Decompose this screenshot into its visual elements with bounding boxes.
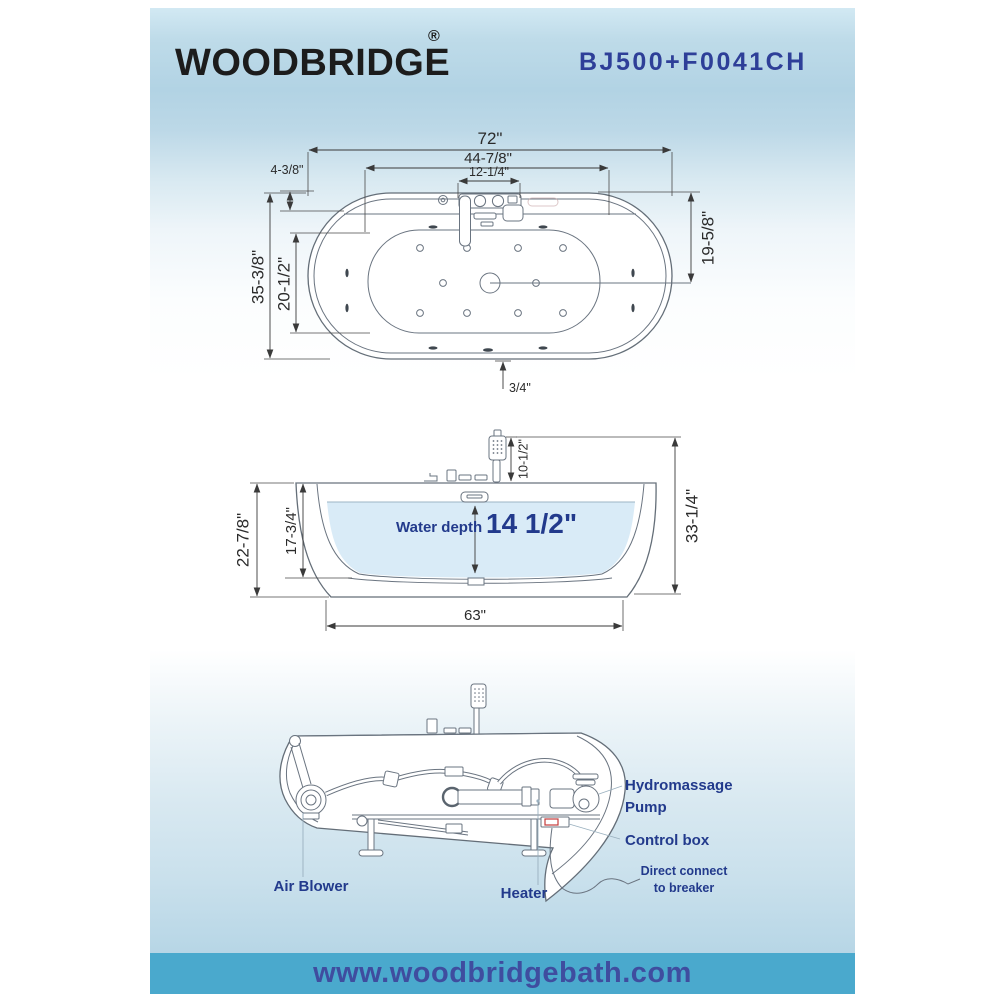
dim-inner-depth: 17-3/4" bbox=[283, 507, 300, 555]
water-depth-value: 14 1/2" bbox=[486, 508, 578, 539]
label-breaker-line2: to breaker bbox=[654, 881, 715, 895]
drain-outlet bbox=[467, 577, 485, 586]
registered-mark: ® bbox=[428, 28, 440, 45]
dim-overall-height: 33-1/4" bbox=[682, 489, 701, 543]
leveling-foot-right bbox=[521, 849, 547, 857]
water-depth-label: Water depth bbox=[396, 519, 483, 536]
footer-bar: www.woodbridgebath.com bbox=[150, 953, 855, 994]
deck-faucet-group bbox=[438, 193, 559, 247]
dim-basin-length: 44-7/8" bbox=[464, 150, 512, 167]
heater-unit bbox=[441, 786, 540, 808]
footer-url: www.woodbridgebath.com bbox=[313, 957, 692, 989]
dim-drain-from-edge: 19-5/8" bbox=[698, 211, 717, 265]
side-view-dimensions: 22-7/8" 17-3/4" 10-1/2" 33-1/4" 63" bbox=[233, 436, 701, 631]
brand-logo: WOODBRIDGE bbox=[175, 42, 451, 84]
overflow-plate-side bbox=[460, 491, 489, 503]
bottom-deck-fixtures bbox=[426, 683, 487, 735]
handheld-shower bbox=[488, 435, 507, 461]
model-number: BJ500+F0041CH bbox=[579, 48, 807, 76]
control-panel-pill bbox=[527, 197, 559, 207]
overflow-plate-top bbox=[473, 212, 497, 220]
label-pump-line1: Hydromassage bbox=[625, 777, 733, 794]
top-view-diagram: 72" 44-7/8" 12-1/4" 4-3/8" 35-3/8" bbox=[248, 129, 717, 395]
handheld-shower-bottom bbox=[470, 683, 487, 709]
side-deck-faucet-group bbox=[424, 429, 507, 483]
label-control-box: Control box bbox=[625, 832, 710, 849]
label-breaker-line1: Direct connect bbox=[641, 864, 729, 878]
control-box-unit bbox=[540, 816, 570, 828]
dim-rim-offset: 4-3/8" bbox=[271, 163, 304, 177]
dim-drain-offset: 3/4" bbox=[509, 381, 531, 395]
tub-spout bbox=[459, 195, 471, 247]
dim-shower-height: 10-1/2" bbox=[516, 439, 530, 479]
dim-overall-length: 72" bbox=[478, 129, 503, 148]
hydromassage-pump-unit bbox=[549, 773, 600, 813]
dim-rim-height: 22-7/8" bbox=[233, 513, 252, 567]
dim-base-length: 63" bbox=[464, 607, 486, 624]
leveling-foot-left bbox=[358, 849, 384, 857]
water-fill bbox=[327, 502, 635, 578]
callout-leaders bbox=[302, 785, 623, 885]
power-cable bbox=[549, 827, 641, 894]
dim-faucet-span: 12-1/4" bbox=[469, 165, 509, 179]
top-view-dimensions: 72" 44-7/8" 12-1/4" 4-3/8" 35-3/8" bbox=[248, 129, 717, 395]
label-pump-line2: Pump bbox=[625, 799, 667, 816]
handshower-holder bbox=[502, 204, 524, 222]
label-heater: Heater bbox=[501, 885, 548, 902]
dim-overall-width: 35-3/8" bbox=[248, 250, 267, 304]
dim-basin-width: 20-1/2" bbox=[274, 257, 293, 311]
support-frame bbox=[352, 814, 600, 857]
label-air-blower: Air Blower bbox=[273, 878, 348, 895]
bottom-view-diagram: Hydromassage Pump Control box Air Blower… bbox=[273, 683, 733, 903]
air-blower-unit bbox=[289, 735, 327, 820]
side-view-diagram: 22-7/8" 17-3/4" 10-1/2" 33-1/4" 63" bbox=[233, 429, 701, 631]
rim-air-jets bbox=[345, 225, 635, 352]
